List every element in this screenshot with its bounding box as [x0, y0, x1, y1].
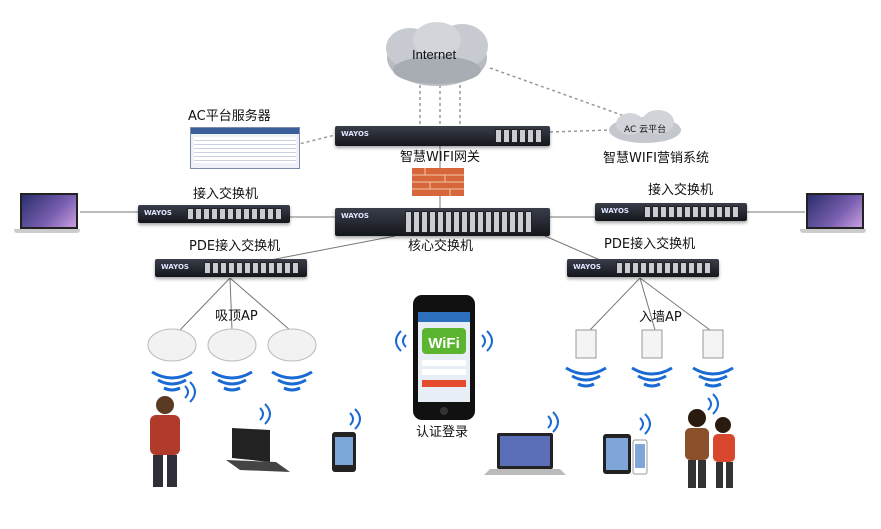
auth-login-label: 认证登录 [416, 425, 469, 440]
ac-server-screen [190, 127, 300, 169]
pde-switch-right-device: WAYOS [567, 259, 719, 277]
laptop-bottom-icon [484, 433, 566, 475]
wifi-gateway-device: WAYOS [335, 126, 550, 146]
ceiling-ap-label: 吸顶AP [215, 309, 258, 324]
smartphone-icon [413, 295, 475, 420]
people-icon [685, 409, 735, 488]
access-switch-right-label: 接入交换机 [648, 183, 714, 198]
ceiling-ap-icon [147, 328, 317, 362]
network-links [80, 145, 805, 331]
internet-label: Internet [412, 47, 457, 62]
ac-server-label: AC平台服务器 [188, 109, 271, 124]
phone-wifi-logo: WiFi [428, 335, 460, 352]
firewall-icon [412, 168, 464, 196]
person-icon [150, 396, 180, 487]
access-switch-left-label: 接入交换机 [193, 187, 259, 202]
pde-switch-left-device: WAYOS [155, 259, 307, 277]
wifi-signal-icon [151, 366, 734, 392]
laptop-left-icon [14, 193, 80, 233]
pde-switch-right-label: PDE接入交换机 [604, 237, 696, 252]
gateway-label: 智慧WIFI网关 [400, 150, 480, 165]
ac-cloud-label: AC 云平台 [624, 125, 667, 135]
access-switch-right-device: WAYOS [595, 203, 747, 221]
mini-phone-icon [632, 439, 648, 475]
internet-cloud [386, 22, 488, 86]
tablet-icon [603, 434, 631, 474]
core-switch-label: 核心交换机 [408, 239, 474, 254]
core-switch-device: WAYOS [335, 208, 550, 236]
pde-switch-left-label: PDE接入交换机 [189, 239, 281, 254]
internet-links [294, 67, 631, 146]
device-wifi-icon [184, 330, 719, 435]
access-switch-left-device: WAYOS [138, 205, 290, 223]
wall-ap-icon [575, 329, 724, 359]
ac-cloud [609, 110, 681, 143]
mobile-phone-small-icon [332, 432, 356, 472]
wall-ap-label: 入墙AP [639, 310, 682, 325]
laptop-small-icon [226, 428, 290, 472]
marketing-system-label: 智慧WIFI营销系统 [603, 151, 709, 166]
laptop-right-icon [800, 193, 866, 233]
